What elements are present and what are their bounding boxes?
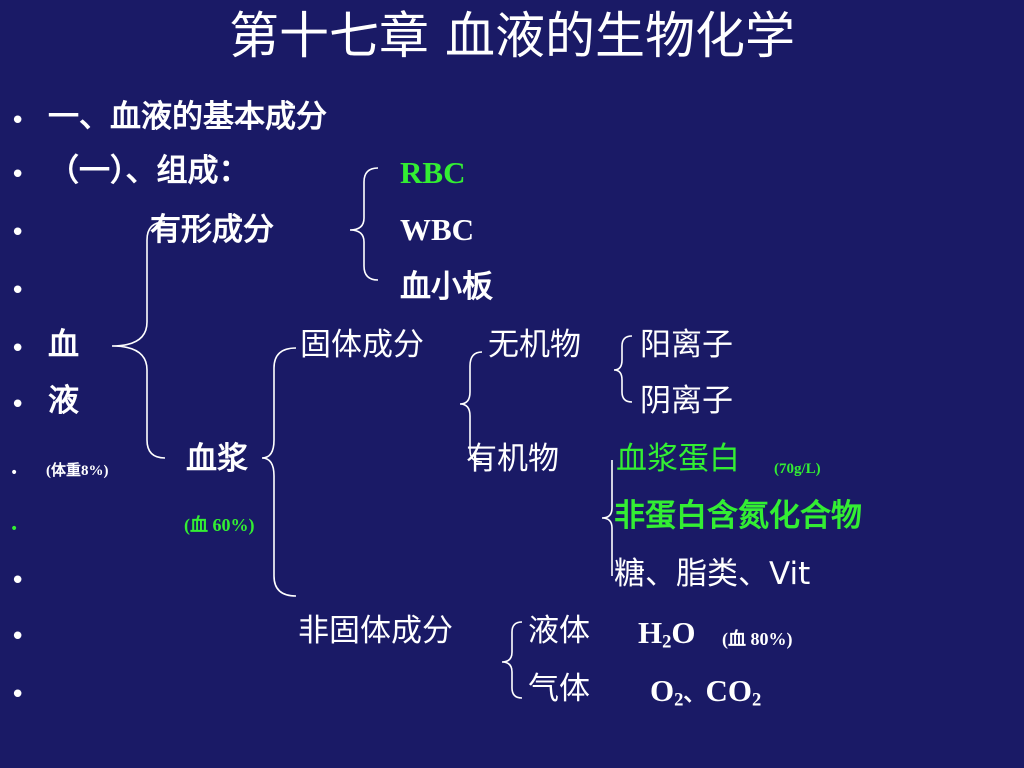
liquid-label: 液体 <box>528 613 590 649</box>
plasma-protein-label: 血浆蛋白 <box>616 441 740 477</box>
water-formula: H2O <box>638 614 696 652</box>
bullet: • <box>10 218 26 248</box>
water-percent-note: (血 80%) <box>722 629 793 649</box>
blood-char-2: 液 <box>48 383 79 419</box>
solid-components-label: 固体成分 <box>300 327 424 363</box>
bullet: • <box>10 680 26 710</box>
body-weight-note: (体重8%) <box>46 463 109 479</box>
plasma-label: 血浆 <box>186 441 248 477</box>
bullet: • <box>10 160 26 190</box>
water-h: H <box>638 615 663 650</box>
brace-plasma <box>261 347 297 597</box>
npn-label: 非蛋白含氮化合物 <box>614 498 862 534</box>
section-heading: 一、血液的基本成分 <box>48 99 327 135</box>
bullet: • <box>10 521 19 537</box>
bullet: • <box>10 276 26 306</box>
wbc-label: WBC <box>400 212 475 247</box>
blood-char-1: 血 <box>48 327 79 363</box>
gas-formulas: O2、CO2 <box>650 672 761 713</box>
organic-label: 有机物 <box>466 441 559 477</box>
non-solid-components-label: 非固体成分 <box>298 613 453 649</box>
bullet: • <box>10 106 26 136</box>
brace-organic <box>601 460 613 576</box>
brace-ions <box>613 335 633 403</box>
bullet: • <box>10 465 19 481</box>
brace-formed-elements <box>349 167 379 281</box>
inorganic-label: 无机物 <box>488 327 581 363</box>
water-subscript: 2 <box>662 631 672 653</box>
water-o: O <box>671 615 696 650</box>
brace-solid <box>459 351 483 463</box>
formed-elements-label: 有形成分 <box>150 212 274 248</box>
subsection-heading: （一）、组成： <box>48 153 250 189</box>
gas-label: 气体 <box>528 671 590 707</box>
co2-subscript: 2 <box>751 689 762 711</box>
bullet: • <box>10 390 26 420</box>
co2-co: CO <box>705 673 752 708</box>
brace-non-solid <box>501 621 523 699</box>
rbc-label: RBC <box>400 155 466 190</box>
plasma-percent-note: (血 60%) <box>184 515 255 535</box>
sugar-lipid-vit-label: 糖、脂类、Vit <box>614 556 811 592</box>
brace-blood <box>111 221 166 459</box>
slide-title: 第十七章 血液的生物化学 <box>229 7 795 65</box>
bullet: • <box>10 334 26 364</box>
anion-label: 阴离子 <box>640 383 733 419</box>
cation-label: 阳离子 <box>640 327 733 363</box>
o2-o: O <box>650 673 675 708</box>
platelet-label: 血小板 <box>400 269 493 305</box>
formula-separator: 、 <box>683 681 706 706</box>
o2-subscript: 2 <box>674 689 684 711</box>
bullet: • <box>10 622 26 652</box>
plasma-protein-concentration: (70g/L) <box>774 461 821 477</box>
bullet: • <box>10 566 26 596</box>
